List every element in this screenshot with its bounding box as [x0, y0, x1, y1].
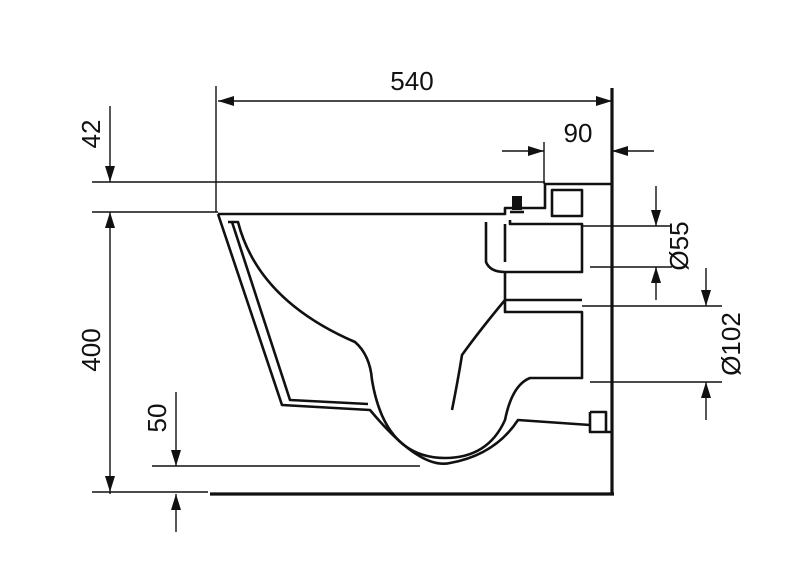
- rear-cistern-block: [484, 188, 584, 302]
- dimension-seat-offset-label: 42: [76, 120, 106, 149]
- outlet-spigot: [588, 410, 612, 434]
- dimension-bottom-offset: 50: [142, 392, 420, 532]
- dimension-inlet-diameter-label: Ø55: [664, 221, 694, 270]
- dimension-outlet-diameter-label: Ø102: [716, 312, 746, 376]
- dimension-inlet-diameter: Ø55: [582, 186, 694, 300]
- bowl-inner-contour: [228, 220, 584, 460]
- dimension-seat-offset: 42: [76, 106, 545, 228]
- dimension-wall-offset-label: 90: [564, 118, 593, 148]
- fixing-stud: [510, 196, 524, 214]
- bowl-rim-inner: [230, 221, 369, 406]
- dimension-total-length: 540: [215, 66, 612, 212]
- dimension-wall-offset: 90: [502, 118, 654, 184]
- dimension-outlet-diameter: Ø102: [582, 268, 746, 420]
- dimension-height-label: 400: [76, 328, 106, 371]
- wall-and-floor: [210, 88, 614, 496]
- toilet-body: [216, 182, 612, 466]
- dimension-height: 400: [76, 212, 208, 494]
- dimension-bottom-offset-label: 50: [142, 404, 172, 433]
- bowl-outer-contour: [216, 182, 612, 466]
- dimension-total-length-label: 540: [390, 66, 433, 96]
